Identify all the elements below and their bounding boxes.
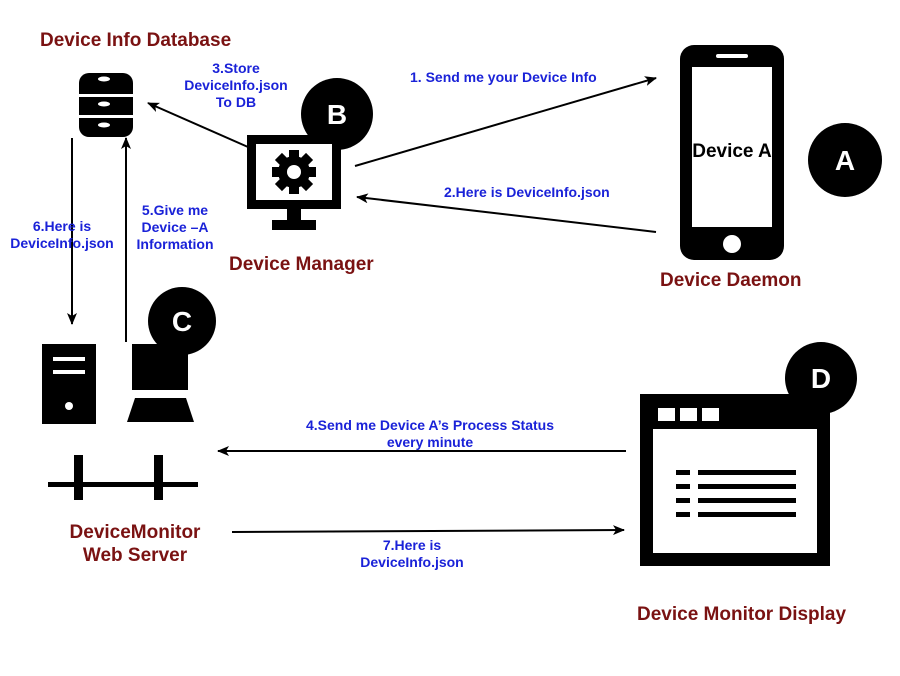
display-title: Device Monitor Display xyxy=(637,604,847,625)
badge-b-label: B xyxy=(327,99,347,130)
message-4: 4.Send me Device A’s Process Status ever… xyxy=(280,417,580,451)
message-6-line-1: 6.Here is xyxy=(32,218,92,234)
badge-d-label: D xyxy=(811,363,831,394)
network-bus-icon xyxy=(48,455,198,500)
webserver-title-line-2: Web Server xyxy=(82,544,188,566)
message-5-line-1: 5.Give me xyxy=(141,202,209,218)
message-5-line-3: Information xyxy=(136,235,214,252)
arrow-2 xyxy=(356,193,657,233)
message-5-line-2: Device –A xyxy=(141,218,209,235)
message-3-line-1: 3.Store xyxy=(212,60,260,76)
badge-c: C xyxy=(148,287,216,355)
message-2: 2.Here is DeviceInfo.json xyxy=(444,184,610,200)
arrow-3 xyxy=(147,102,249,148)
message-4-line-2: every minute xyxy=(386,433,474,450)
message-7-line-2: DeviceInfo.json xyxy=(360,553,464,570)
browser-window-icon xyxy=(640,394,830,566)
smartphone-icon: Device A xyxy=(680,45,784,260)
message-3-line-3: To DB xyxy=(215,93,257,110)
monitor-gear-icon xyxy=(247,135,341,230)
message-3-line-2: DeviceInfo.json xyxy=(184,76,288,93)
arrow-1 xyxy=(354,76,657,167)
badge-a-label: A xyxy=(835,145,855,176)
arrow-7 xyxy=(231,525,625,536)
message-6: 6.Here is DeviceInfo.json xyxy=(2,218,122,252)
message-5: 5.Give me Device –A Information xyxy=(130,202,220,252)
database-title: Device Info Database xyxy=(40,30,232,51)
gear-icon xyxy=(272,150,316,194)
message-7-line-1: 7.Here is xyxy=(382,537,442,553)
badge-c-label: C xyxy=(172,306,192,337)
message-6-line-2: DeviceInfo.json xyxy=(10,234,114,251)
webserver-title-line-1: DeviceMonitor xyxy=(69,522,201,543)
badge-b: B xyxy=(301,78,373,150)
badge-a: A xyxy=(808,123,882,197)
daemon-title: Device Daemon xyxy=(660,270,802,291)
message-3: 3.Store DeviceInfo.json To DB xyxy=(176,60,296,110)
device-a-label: Device A xyxy=(692,141,772,162)
workstation-icon xyxy=(127,344,194,422)
message-4-line-1: 4.Send me Device A’s Process Status xyxy=(306,417,554,433)
server-tower-icon xyxy=(42,344,96,424)
message-7: 7.Here is DeviceInfo.json xyxy=(352,537,472,571)
message-1: 1. Send me your Device Info xyxy=(410,69,597,85)
manager-title: Device Manager xyxy=(229,254,374,275)
database-icon xyxy=(79,73,133,137)
webserver-title: DeviceMonitor Web Server xyxy=(60,522,210,568)
